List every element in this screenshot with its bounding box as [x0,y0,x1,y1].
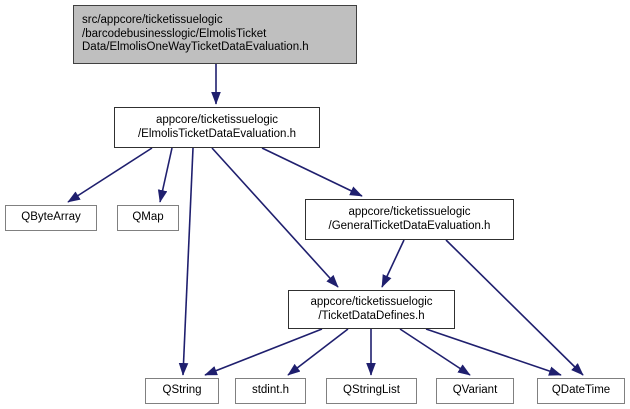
node-qbytearray[interactable]: QByteArray [5,205,97,231]
node-label-root: src/appcore/ticketissuelogic /barcodebus… [82,14,309,54]
node-label-general: appcore/ticketissuelogic /GeneralTicketD… [328,205,491,232]
node-label-qdatetime: QDateTime [551,384,611,397]
node-label-elmolis: appcore/ticketissuelogic /ElmolisTicketD… [137,113,297,140]
node-root[interactable]: src/appcore/ticketissuelogic /barcodebus… [73,5,357,64]
node-qdatetime[interactable]: QDateTime [537,378,625,404]
edge-defines-to-qvariant [399,328,471,376]
edge-defines-to-qdatetime [425,328,562,376]
edge-defines-to-stdint [287,328,349,376]
edge-general-to-qdatetime [445,239,584,376]
node-label-qstring: QString [162,384,202,397]
node-qvariant[interactable]: QVariant [436,378,514,404]
node-defines[interactable]: appcore/ticketissuelogic /TicketDataDefi… [288,290,455,329]
node-label-qstringlist: QStringList [343,384,400,397]
node-label-qmap: QMap [132,211,164,224]
node-stdint[interactable]: stdint.h [235,378,306,404]
node-label-defines: appcore/ticketissuelogic /TicketDataDefi… [310,295,433,322]
edge-defines-to-qstring [204,328,323,376]
node-general[interactable]: appcore/ticketissuelogic /GeneralTicketD… [305,199,514,240]
edge-elmolis-to-general [261,147,363,197]
node-label-qbytearray: QByteArray [21,211,81,224]
node-elmolis[interactable]: appcore/ticketissuelogic /ElmolisTicketD… [114,107,320,148]
node-qstring[interactable]: QString [145,378,219,404]
node-label-stdint: stdint.h [251,384,290,397]
edge-elmolis-to-qbytearray [67,147,153,203]
edge-general-to-defines [381,239,405,288]
node-qmap[interactable]: QMap [117,205,179,231]
node-qstringlist[interactable]: QStringList [326,378,417,404]
edge-elmolis-to-qmap [157,147,173,203]
edge-elmolis-to-qstring [178,147,194,376]
node-label-qvariant: QVariant [452,384,498,397]
